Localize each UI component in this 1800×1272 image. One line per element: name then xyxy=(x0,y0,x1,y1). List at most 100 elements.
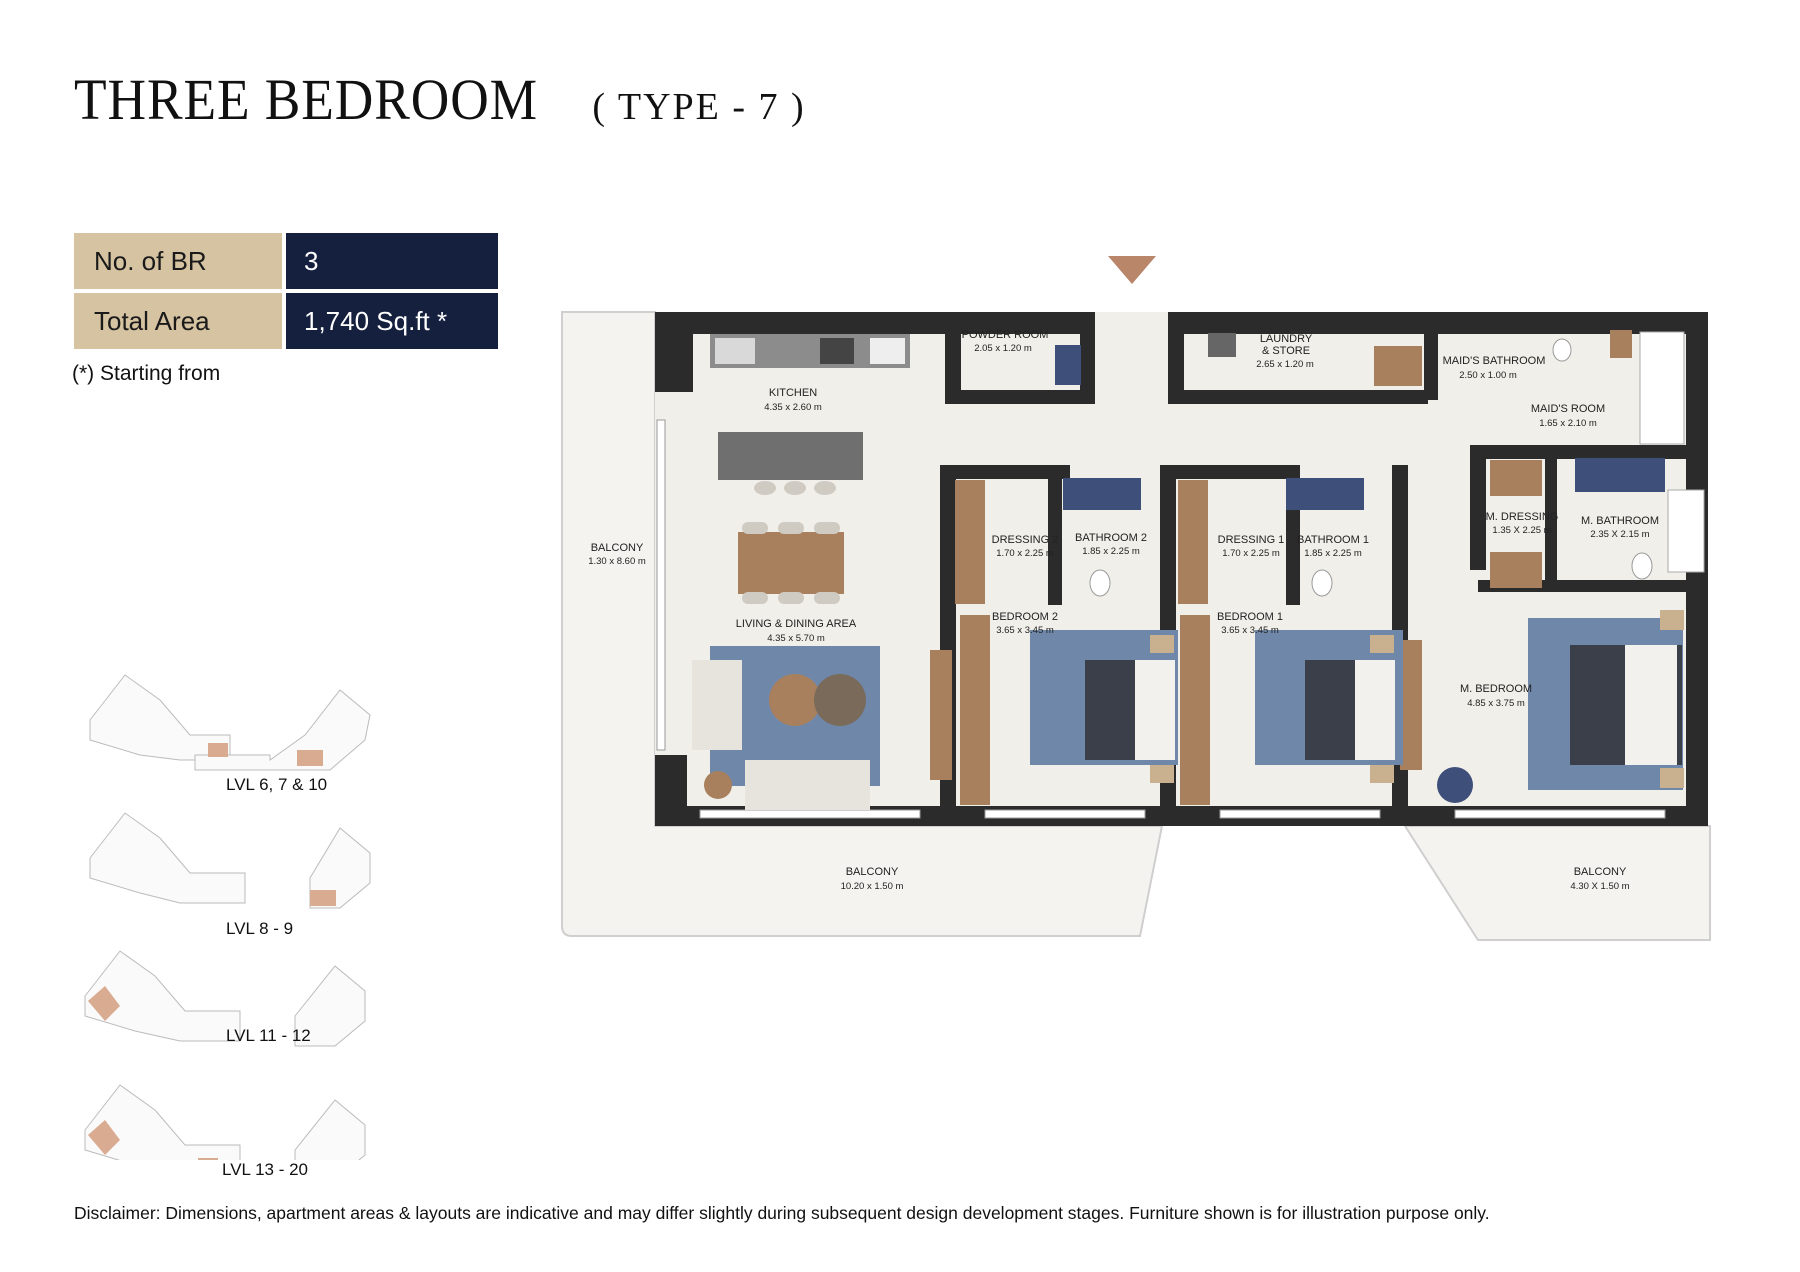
bar-stools xyxy=(754,481,836,495)
level-label: LVL 13 - 20 xyxy=(222,1160,309,1179)
wardrobes xyxy=(930,330,1632,805)
title-type: ( TYPE - 7 ) xyxy=(592,86,806,128)
room-name: POWDER ROOM xyxy=(962,329,1049,341)
coffee-table-2 xyxy=(814,674,866,726)
room-dim: 2.05 x 1.20 m xyxy=(974,343,1032,354)
maids-bed xyxy=(1639,331,1685,445)
svg-text:4.30 X 1.50 m: 4.30 X 1.50 m xyxy=(1570,881,1629,892)
room-dim: 4.35 x 5.70 m xyxy=(767,633,825,644)
windows xyxy=(656,419,1666,819)
svg-text:MAID'S BATHROOM: MAID'S BATHROOM xyxy=(1443,355,1546,367)
coffee-table xyxy=(769,674,821,726)
bathroom-fixtures xyxy=(1055,333,1705,597)
svg-text:BATHROOM 2: BATHROOM 2 xyxy=(1075,532,1147,544)
level-label: LVL 11 - 12 xyxy=(226,1026,311,1045)
svg-text:2.05 x 1.20 m: 2.05 x 1.20 m xyxy=(974,343,1032,354)
room-name: & STORE xyxy=(1262,345,1310,357)
room-dim: 2.50 x 1.00 m xyxy=(1459,370,1517,381)
svg-text:4.35 x 5.70 m: 4.35 x 5.70 m xyxy=(767,633,825,644)
spec-value: 1,740 Sq.ft * xyxy=(286,293,498,349)
spec-row-area: Total Area 1,740 Sq.ft * xyxy=(74,293,500,349)
svg-text:M. DRESSING: M. DRESSING xyxy=(1486,511,1559,523)
key-plan-lvl-6-7-10 xyxy=(89,674,371,771)
room-dim: 1.85 x 2.25 m xyxy=(1082,546,1140,557)
room-dim: 4.35 x 2.60 m xyxy=(764,402,822,413)
room-name: BEDROOM 1 xyxy=(1217,611,1283,623)
svg-text:BEDROOM 2: BEDROOM 2 xyxy=(992,611,1058,623)
floor-plan: KITCHEN 4.35 x 2.60 m POWDER ROOM 2.05 x… xyxy=(561,256,1711,941)
svg-text:LIVING & DINING AREA: LIVING & DINING AREA xyxy=(736,618,857,630)
fridge-icon xyxy=(870,338,905,364)
room-dim: 1.70 x 2.25 m xyxy=(1222,548,1280,559)
room-name: KITCHEN xyxy=(769,387,817,399)
room-dim: 1.85 x 2.25 m xyxy=(1304,548,1362,559)
room-name: M. DRESSING xyxy=(1486,511,1559,523)
room-name: DRESSING 1 xyxy=(1218,534,1285,546)
room-name: BALCONY xyxy=(1574,866,1627,878)
svg-text:1.70 x 2.25 m: 1.70 x 2.25 m xyxy=(996,548,1054,559)
entrance-marker xyxy=(1108,256,1156,284)
room-name: BATHROOM 2 xyxy=(1075,532,1147,544)
side-table xyxy=(704,771,732,799)
svg-text:1.65 x 2.10 m: 1.65 x 2.10 m xyxy=(1539,418,1597,429)
room-name: LIVING & DINING AREA xyxy=(736,618,857,630)
svg-text:2.65 x 1.20 m: 2.65 x 1.20 m xyxy=(1256,359,1314,370)
room-dim: 3.65 x 3.45 m xyxy=(996,625,1054,636)
svg-text:BALCONY: BALCONY xyxy=(591,542,644,554)
room-name: M. BATHROOM xyxy=(1581,515,1659,527)
page-title: THREE BEDROOM ( TYPE - 7 ) xyxy=(74,66,806,133)
svg-text:& STORE: & STORE xyxy=(1262,345,1310,357)
title-main: THREE BEDROOM xyxy=(74,67,539,132)
sofa-side xyxy=(692,660,742,750)
svg-text:3.65 x 3.45 m: 3.65 x 3.45 m xyxy=(1221,625,1279,636)
room-name: DRESSING 2 xyxy=(992,534,1059,546)
area-note: (*) Starting from xyxy=(72,362,221,385)
svg-text:2.35 X 2.15 m: 2.35 X 2.15 m xyxy=(1590,529,1649,540)
dining-table xyxy=(738,522,844,604)
svg-text:10.20 x 1.50 m: 10.20 x 1.50 m xyxy=(841,881,904,892)
room-dim: 1.30 x 8.60 m xyxy=(588,556,646,567)
room-name: BEDROOM 2 xyxy=(992,611,1058,623)
svg-text:1.85 x 2.25 m: 1.85 x 2.25 m xyxy=(1304,548,1362,559)
svg-text:1.35 X 2.25 m: 1.35 X 2.25 m xyxy=(1492,525,1551,536)
svg-text:BATHROOM 1: BATHROOM 1 xyxy=(1297,534,1369,546)
sofa-main xyxy=(745,760,870,810)
svg-text:1.70 x 2.25 m: 1.70 x 2.25 m xyxy=(1222,548,1280,559)
room-name: M. BEDROOM xyxy=(1460,683,1532,695)
room-dim: 4.85 x 3.75 m xyxy=(1467,698,1525,709)
room-name: BALCONY xyxy=(846,866,899,878)
svg-text:M. BATHROOM: M. BATHROOM xyxy=(1581,515,1659,527)
svg-text:POWDER ROOM: POWDER ROOM xyxy=(962,329,1049,341)
spec-label: No. of BR xyxy=(74,233,282,289)
room-name: MAID'S ROOM xyxy=(1531,403,1605,415)
svg-text:M. BEDROOM: M. BEDROOM xyxy=(1460,683,1532,695)
svg-text:BEDROOM 1: BEDROOM 1 xyxy=(1217,611,1283,623)
kitchen-island xyxy=(718,432,863,480)
master-bedroom-bed xyxy=(1528,610,1684,790)
room-dim: 10.20 x 1.50 m xyxy=(841,881,904,892)
spec-row-bedrooms: No. of BR 3 xyxy=(74,233,500,289)
room-dim: 1.65 x 2.10 m xyxy=(1539,418,1597,429)
room-labels: KITCHEN 4.35 x 2.60 m POWDER ROOM 2.05 x… xyxy=(588,329,1659,892)
disclaimer: Disclaimer: Dimensions, apartment areas … xyxy=(74,1203,1490,1223)
svg-text:LAUNDRY: LAUNDRY xyxy=(1260,333,1313,345)
svg-text:1.30 x 8.60 m: 1.30 x 8.60 m xyxy=(588,556,646,567)
svg-text:BALCONY: BALCONY xyxy=(1574,866,1627,878)
bedroom-1-bed xyxy=(1255,630,1403,783)
svg-text:4.85 x 3.75 m: 4.85 x 3.75 m xyxy=(1467,698,1525,709)
room-name: MAID'S BATHROOM xyxy=(1443,355,1546,367)
key-plans xyxy=(84,674,371,1160)
room-dim: 4.30 X 1.50 m xyxy=(1570,881,1629,892)
room-dim: 1.70 x 2.25 m xyxy=(996,548,1054,559)
svg-text:3.65 x 3.45 m: 3.65 x 3.45 m xyxy=(996,625,1054,636)
key-plan-lvl-13-20 xyxy=(84,1084,366,1160)
svg-text:DRESSING 2: DRESSING 2 xyxy=(992,534,1059,546)
room-name: BATHROOM 1 xyxy=(1297,534,1369,546)
level-label: LVL 6, 7 & 10 xyxy=(226,775,328,794)
armchair xyxy=(1437,767,1473,803)
room-name: LAUNDRY xyxy=(1260,333,1313,345)
level-label: LVL 8 - 9 xyxy=(226,919,294,938)
room-name: BALCONY xyxy=(591,542,644,554)
svg-text:DRESSING 1: DRESSING 1 xyxy=(1218,534,1285,546)
bedroom-2-bed xyxy=(1030,630,1178,783)
